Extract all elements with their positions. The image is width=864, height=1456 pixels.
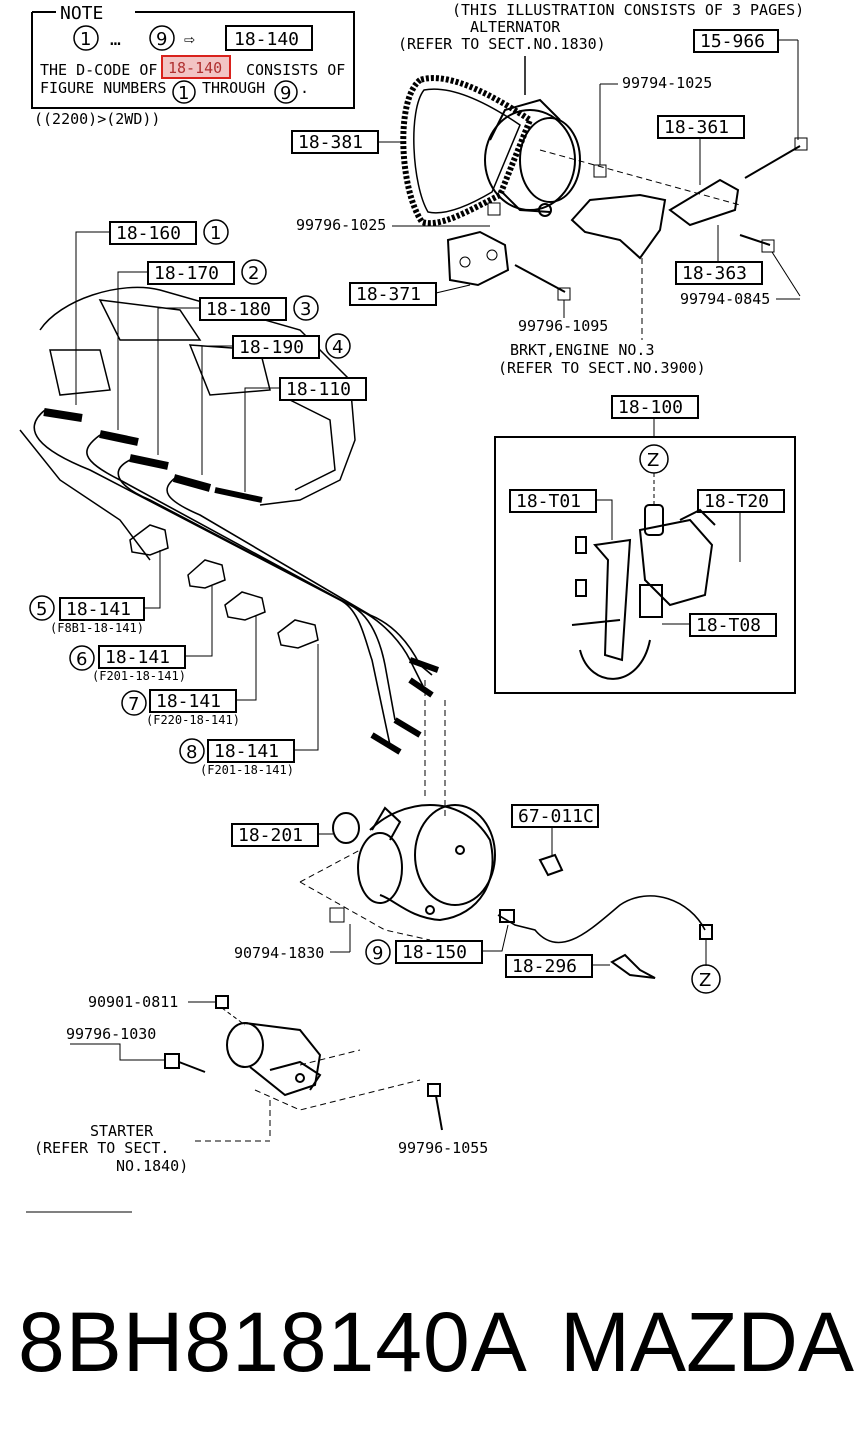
part-90901-0811[interactable]: 90901-0811 [88,993,178,1011]
callout-5: 5 [36,599,47,620]
alternator-drawing [484,98,581,217]
part-18-141-d[interactable]: 18-141 [214,741,279,762]
part-67-011C[interactable]: 67-011C [518,806,594,827]
note-seq-to: 9 [156,29,167,50]
starter-ref-1: (REFER TO SECT. [34,1139,169,1157]
part-99794-1025[interactable]: 99794-1025 [622,74,712,92]
wire-z-marker: Z [699,970,711,991]
part-18-100[interactable]: 18-100 [618,397,683,418]
note-line2-mid: THROUGH [202,79,265,97]
callout-1: 1 [210,223,221,244]
part-18-170[interactable]: 18-170 [154,263,219,284]
coil-z-marker: Z [647,450,659,471]
wire-clips [129,524,319,649]
callout-6: 6 [76,649,87,670]
part-18-141-b[interactable]: 18-141 [105,647,170,668]
part-18-180[interactable]: 18-180 [206,299,271,320]
part-99796-1025[interactable]: 99796-1025 [296,216,386,234]
note-title: NOTE [60,3,103,24]
part-18-201[interactable]: 18-201 [238,825,303,846]
part-18-141-d-sub: (F201-18-141) [200,763,294,777]
note-code: 18-140 [234,29,299,50]
part-18-371[interactable]: 18-371 [356,284,421,305]
part-18-190[interactable]: 18-190 [239,337,304,358]
note-arrow: ⇨ [184,29,195,50]
part-90794-1830[interactable]: 90794-1830 [234,944,324,962]
part-18-T08[interactable]: 18-T08 [696,615,761,636]
part-99796-1055[interactable]: 99796-1055 [398,1139,488,1157]
part-99796-1095[interactable]: 99796-1095 [518,317,608,335]
drive-belt [400,75,534,227]
callout-8: 8 [186,742,197,763]
callout-4: 4 [332,337,343,358]
note-line2-end: . [300,79,309,97]
starter-drawing [226,1022,322,1097]
ignition-coil-drawing [571,504,716,680]
note-highlight-code: 18-140 [168,59,222,77]
note-seq-dots: … [110,29,121,50]
note-seq-from: 1 [80,29,91,50]
callout-7: 7 [128,694,139,715]
part-18-110[interactable]: 18-110 [286,379,351,400]
part-18-141-c[interactable]: 18-141 [156,691,221,712]
note-line2-pre: FIGURE NUMBERS [40,79,166,97]
part-18-T20[interactable]: 18-T20 [704,491,769,512]
highlight-box [161,55,231,79]
starter-ref-2: NO.1840) [116,1157,188,1175]
bracket-label: BRKT,ENGINE NO.3 [510,341,655,359]
part-15-966[interactable]: 15-966 [700,31,765,52]
note-box: NOTE 1 … 9 ⇨ 18-140 THE D-CODE OF 18-140… [31,3,355,128]
callout-2: 2 [248,263,259,284]
part-99794-0845[interactable]: 99794-0845 [680,290,770,308]
o-ring-icon [332,812,360,844]
part-99796-1030[interactable]: 99796-1030 [66,1025,156,1043]
ignition-coil-group [494,436,796,694]
callout-9: 9 [372,943,383,964]
part-18-361[interactable]: 18-361 [664,117,729,138]
note-condition: ((2200)>(2WD)) [34,110,160,128]
part-18-363[interactable]: 18-363 [682,263,747,284]
part-18-150[interactable]: 18-150 [402,942,467,963]
part-18-141-b-sub: (F201-18-141) [92,669,186,683]
part-18-141-c-sub: (F220-18-141) [146,713,240,727]
alternator-ref: (REFER TO SECT.NO.1830) [398,35,606,53]
part-18-160[interactable]: 18-160 [116,223,181,244]
part-number: 8BH818140A [18,1295,528,1389]
note-line1-pre: THE D-CODE OF [40,61,157,79]
part-18-296[interactable]: 18-296 [512,956,577,977]
note-line1-post: CONSISTS OF [246,61,345,79]
part-18-141-a[interactable]: 18-141 [66,599,131,620]
part-18-141-a-sub: (F8B1-18-141) [50,621,144,635]
illustration-note: (THIS ILLUSTRATION CONSISTS OF 3 PAGES) [452,1,804,19]
alternator-label: ALTERNATOR [470,18,561,36]
note-line2-num1: 1 [178,83,189,104]
callout-3: 3 [300,299,311,320]
starter-label: STARTER [90,1122,154,1140]
note-line2-num2: 9 [280,83,291,104]
distributor-drawing [357,804,496,922]
part-18-T01[interactable]: 18-T01 [516,491,581,512]
engine-block-drawing [19,286,356,561]
bracket-ref: (REFER TO SECT.NO.3900) [498,359,706,377]
ignition-wires [33,408,440,755]
part-18-381[interactable]: 18-381 [298,132,363,153]
parts-diagram: NOTE 1 … 9 ⇨ 18-140 THE D-CODE OF 18-140… [19,1,808,1213]
brand-name: MAZDA [560,1295,854,1389]
